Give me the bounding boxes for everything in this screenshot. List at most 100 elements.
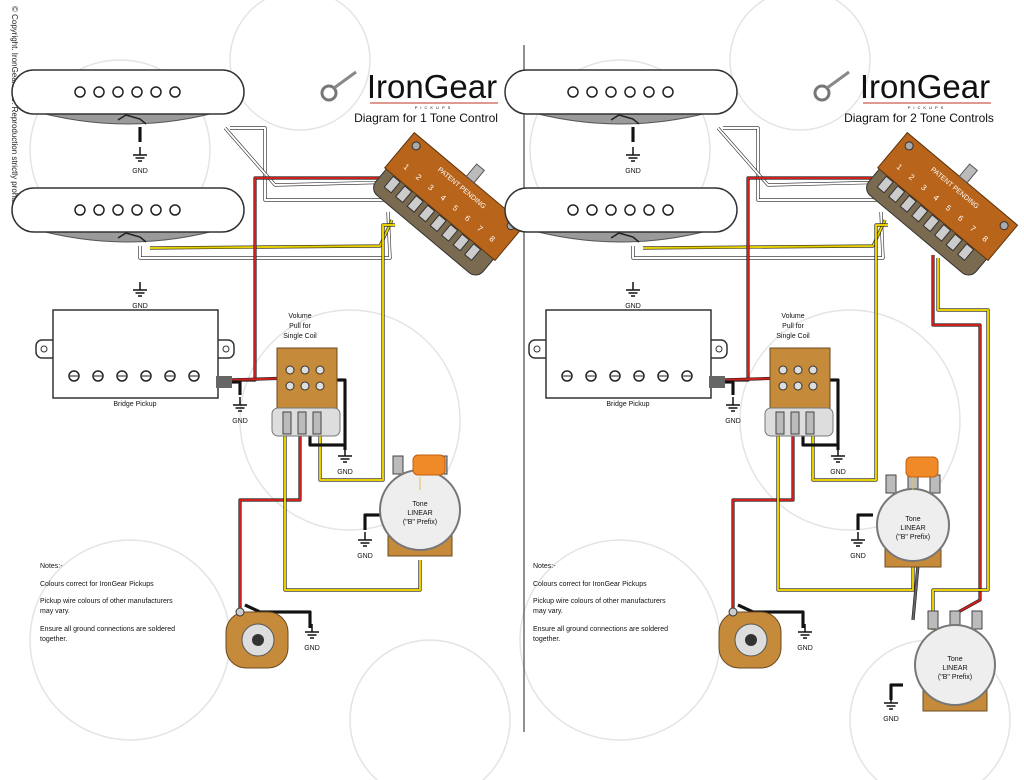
gnd-label-volume: GND <box>337 469 353 476</box>
humbucker-cable <box>216 376 232 388</box>
mounting-hole <box>40 345 48 353</box>
pole-piece <box>74 204 86 216</box>
bridge-pickup-label: Bridge Pickup <box>606 401 649 408</box>
ground-wire-tone2-outline <box>889 683 903 700</box>
watermark-arc <box>229 0 371 131</box>
switch-lug <box>876 175 894 194</box>
ground-wire-jack <box>244 604 311 628</box>
bridge-humbucker <box>528 309 728 399</box>
mounting-hole <box>222 345 230 353</box>
jack-hole <box>252 634 264 646</box>
pole-piece <box>169 86 181 98</box>
gnd-label-tone2: GND <box>883 716 899 723</box>
neck-pickup <box>11 69 245 125</box>
pot-lug <box>282 411 292 435</box>
switch-terminal <box>778 365 788 375</box>
white-wire-neck-2 <box>717 127 894 186</box>
watermark-arc <box>729 0 871 131</box>
middle-pickup <box>11 187 245 243</box>
humbucker-cover <box>52 309 219 399</box>
switch-lug-number: 3 <box>919 183 929 193</box>
watermark-arc <box>239 309 461 531</box>
switch-lug <box>956 243 975 262</box>
yellow-wire-switch-volume <box>319 224 395 481</box>
switch-lug-number: 1 <box>895 162 905 172</box>
yellow-wire-tone2 <box>932 258 989 630</box>
key-icon-shaft <box>333 70 357 90</box>
pot-lug <box>775 411 785 435</box>
pot-lug <box>312 411 322 435</box>
switch-lug-number: 4 <box>931 193 941 203</box>
gnd-label-volume: GND <box>830 469 846 476</box>
pole-piece <box>567 86 579 98</box>
switch-lug-number: 8 <box>980 234 990 244</box>
pole-piece <box>624 204 636 216</box>
switch-lug <box>899 194 917 213</box>
note-line: together. <box>40 636 67 643</box>
white-wire-neck-outline <box>723 126 878 202</box>
note-line: Pickup wire colours of other manufacture… <box>533 598 666 605</box>
switch-terminal <box>285 381 295 391</box>
pole-piece <box>662 204 674 216</box>
switch-screw <box>411 141 421 151</box>
switch-terminal <box>315 365 325 375</box>
volume-label: Volume <box>288 313 311 320</box>
white-wire-mid <box>139 211 391 259</box>
pot-label: Tone <box>947 656 962 663</box>
switch-lug-number: 2 <box>414 172 424 182</box>
pole-piece <box>586 86 598 98</box>
pole-piece <box>112 86 124 98</box>
notes: Notes:-Colours correct for IronGear Pick… <box>40 563 175 643</box>
pole-piece <box>150 86 162 98</box>
volume-label: Single Coil <box>776 333 810 340</box>
gnd-label-tone: GND <box>357 553 373 560</box>
pole-piece <box>93 204 105 216</box>
notes: Notes:-Colours correct for IronGear Pick… <box>533 563 668 643</box>
pole-piece <box>169 204 181 216</box>
volume-label: Volume <box>781 313 804 320</box>
gnd-label-bridge: GND <box>232 418 248 425</box>
pot-lug <box>392 455 404 475</box>
note-line: together. <box>533 636 560 643</box>
pot-label: ("B" Prefix) <box>938 674 972 681</box>
diagram-title: Diagram for 2 Tone Controls <box>844 111 994 125</box>
pot-label: Tone <box>412 501 427 508</box>
pot-lug <box>971 610 983 630</box>
switch-lug-number: 6 <box>956 214 966 224</box>
white-wire-mid <box>632 211 884 259</box>
brand-name: IronGear <box>860 68 990 105</box>
switch-lug <box>441 223 459 242</box>
yellow-wire-mid <box>642 219 886 249</box>
gnd-label-jack: GND <box>797 645 813 652</box>
yellow-wire-tone <box>284 430 421 591</box>
middle-pickup <box>504 187 738 243</box>
switch-lug-number: 8 <box>487 234 497 244</box>
output-jack <box>225 607 289 669</box>
pole-piece <box>624 86 636 98</box>
switch-lug-number: 3 <box>426 183 436 193</box>
bridge-pickup-label: Bridge Pickup <box>113 401 156 408</box>
switch-lug-number: 4 <box>438 193 448 203</box>
switch-terminal <box>300 381 310 391</box>
brand-subtitle: PICKUPS <box>415 105 454 110</box>
volume-label: Single Coil <box>283 333 317 340</box>
note-line: Notes:- <box>40 563 63 570</box>
volume-label: Pull for <box>782 323 804 330</box>
pickup-leads <box>610 114 640 125</box>
key-icon <box>320 84 338 102</box>
switch-terminal <box>793 365 803 375</box>
gnd-label-neck: GND <box>625 168 641 175</box>
switch-lug <box>945 233 963 252</box>
gnd-label-neck: GND <box>132 168 148 175</box>
white-wire-neck <box>723 127 878 201</box>
copyright-notice: © Copyright. IronGear2009. Reproduction … <box>10 6 19 216</box>
switch-terminal <box>300 365 310 375</box>
gnd-label-bridge: GND <box>725 418 741 425</box>
bridge-humbucker <box>35 309 235 399</box>
